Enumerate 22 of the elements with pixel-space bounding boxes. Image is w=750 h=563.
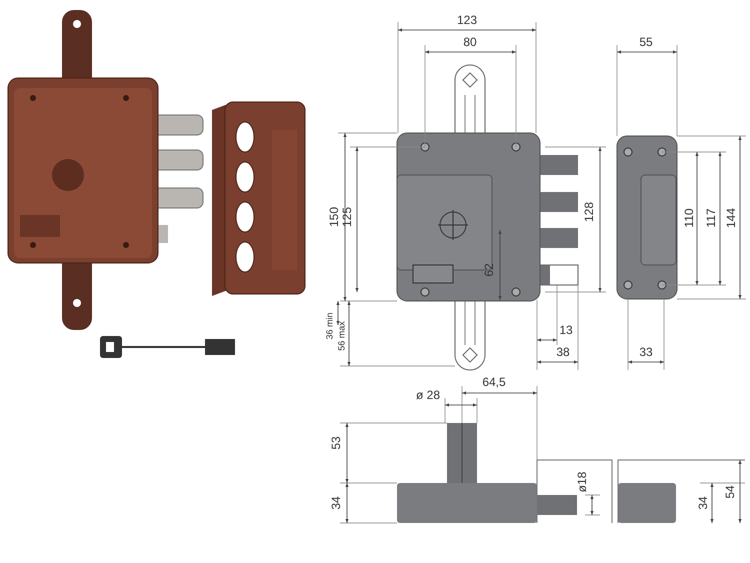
dimension-label: 34 xyxy=(697,496,709,510)
dimension-label: ø18 xyxy=(576,472,588,492)
dimension-label: ø 28 xyxy=(416,389,440,401)
dimension-label: 34 xyxy=(330,496,342,510)
dimension-label: 80 xyxy=(463,36,477,48)
dimension-label: 123 xyxy=(456,14,478,26)
dimension-label: 13 xyxy=(559,324,573,336)
dimension-label: 56 max xyxy=(338,321,346,351)
dimension-label: 144 xyxy=(725,208,737,228)
dimension-label: 128 xyxy=(583,202,595,222)
dimension-label: 125 xyxy=(341,206,353,228)
dimension-label: 33 xyxy=(639,346,653,358)
dimension-label: 110 xyxy=(683,208,695,228)
dimension-label: 62 xyxy=(483,263,495,277)
dimension-label: 64,5 xyxy=(482,376,506,388)
dimension-label: 38 xyxy=(556,346,570,358)
dimension-label: 150 xyxy=(328,206,340,228)
dimension-label: 36 min xyxy=(326,312,334,340)
dimension-label: 53 xyxy=(330,436,342,450)
dimension-label: 55 xyxy=(639,36,653,48)
dimension-label: 54 xyxy=(724,485,736,499)
dimension-label: 117 xyxy=(705,208,717,228)
